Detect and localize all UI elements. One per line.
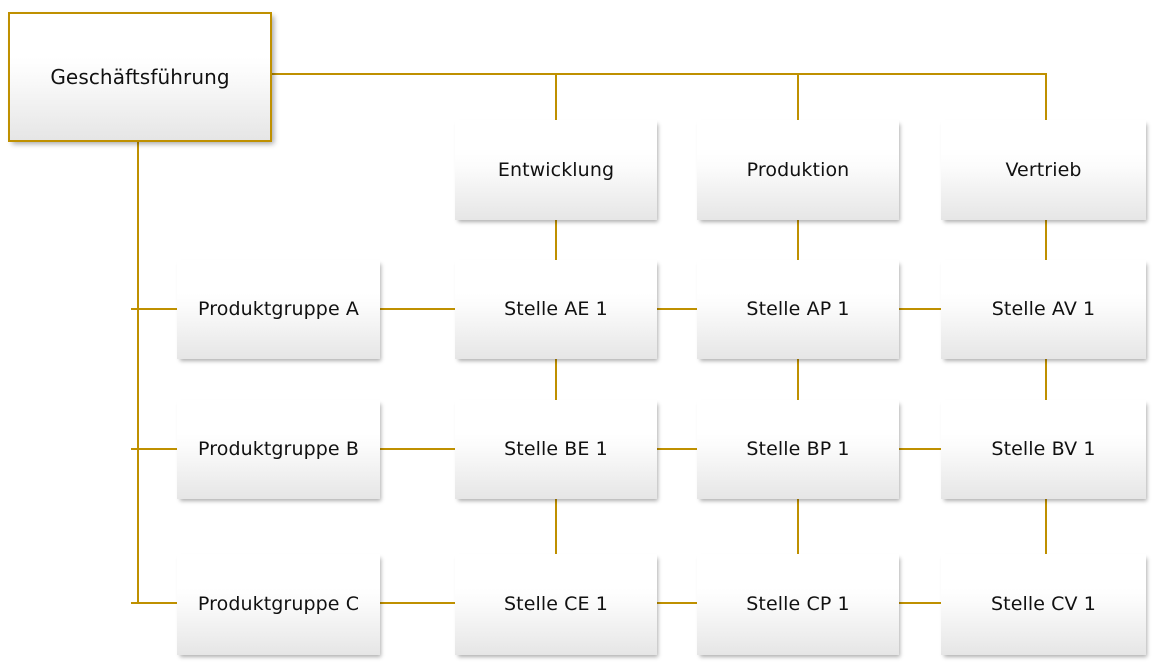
node-stelle-cv-1[interactable]: Stelle CV 1 <box>941 554 1146 655</box>
node-label: Entwicklung <box>497 158 615 181</box>
node-stelle-cp-1[interactable]: Stelle CP 1 <box>697 554 899 655</box>
node-label: Produktgruppe A <box>198 298 359 321</box>
node-label: Stelle BV 1 <box>991 438 1096 461</box>
node-stelle-bp-1[interactable]: Stelle BP 1 <box>697 400 899 499</box>
connector-h-be-to-bp <box>653 448 701 450</box>
node-label: Stelle CP 1 <box>746 593 850 616</box>
connector-v-bv-to-cv <box>1045 498 1047 558</box>
connector-branch-produktgruppe-b <box>131 448 181 450</box>
connector-h-ap-to-av <box>896 308 944 310</box>
connector-v-produktion-to-ap <box>797 219 799 264</box>
connector-h-pga-to-ae <box>378 308 458 310</box>
connector-v-entwicklung-to-ae <box>555 219 557 264</box>
node-stelle-av-1[interactable]: Stelle AV 1 <box>941 260 1146 359</box>
node-label: Stelle BP 1 <box>746 438 850 461</box>
node-label: Stelle CV 1 <box>991 593 1096 616</box>
connector-drop-entwicklung <box>555 73 557 121</box>
connector-h-bp-to-bv <box>896 448 944 450</box>
node-stelle-ce-1[interactable]: Stelle CE 1 <box>455 554 657 655</box>
connector-top-bus <box>270 73 1047 75</box>
node-stelle-bv-1[interactable]: Stelle BV 1 <box>941 400 1146 499</box>
connector-v-ap-to-bp <box>797 358 799 404</box>
connector-h-pgb-to-be <box>378 448 458 450</box>
node-produktgruppe-c[interactable]: Produktgruppe C <box>177 554 380 655</box>
node-label: Stelle AP 1 <box>746 298 850 321</box>
node-produktgruppe-a[interactable]: Produktgruppe A <box>177 260 380 359</box>
connector-v-bp-to-cp <box>797 498 799 558</box>
connector-drop-vertrieb <box>1045 73 1047 121</box>
node-vertrieb[interactable]: Vertrieb <box>941 120 1146 220</box>
connector-v-av-to-bv <box>1045 358 1047 404</box>
node-label: Stelle AE 1 <box>504 298 608 321</box>
connector-drop-produktion <box>797 73 799 121</box>
node-label: Produktgruppe B <box>198 438 359 461</box>
connector-branch-produktgruppe-a <box>131 308 181 310</box>
node-label: Vertrieb <box>1005 158 1082 181</box>
node-entwicklung[interactable]: Entwicklung <box>455 120 657 220</box>
node-stelle-ae-1[interactable]: Stelle AE 1 <box>455 260 657 359</box>
node-geschaeftsfuehrung[interactable]: Geschäftsführung <box>8 12 272 142</box>
connector-v-be-to-ce <box>555 498 557 558</box>
connector-h-ce-to-cp <box>653 602 701 604</box>
node-label: Produktion <box>746 158 850 181</box>
node-label: Produktgruppe C <box>197 593 360 616</box>
node-label: Geschäftsführung <box>50 65 230 89</box>
node-label: Stelle CE 1 <box>504 593 608 616</box>
node-produktgruppe-b[interactable]: Produktgruppe B <box>177 400 380 499</box>
node-stelle-be-1[interactable]: Stelle BE 1 <box>455 400 657 499</box>
connector-left-trunk <box>137 140 139 604</box>
connector-h-pgc-to-ce <box>378 602 458 604</box>
connector-v-ae-to-be <box>555 358 557 404</box>
connector-h-ae-to-ap <box>653 308 701 310</box>
node-label: Stelle AV 1 <box>991 298 1096 321</box>
node-stelle-ap-1[interactable]: Stelle AP 1 <box>697 260 899 359</box>
node-produktion[interactable]: Produktion <box>697 120 899 220</box>
connector-v-vertrieb-to-av <box>1045 219 1047 264</box>
connector-h-cp-to-cv <box>896 602 944 604</box>
node-label: Stelle BE 1 <box>504 438 608 461</box>
connector-branch-produktgruppe-c <box>131 602 181 604</box>
